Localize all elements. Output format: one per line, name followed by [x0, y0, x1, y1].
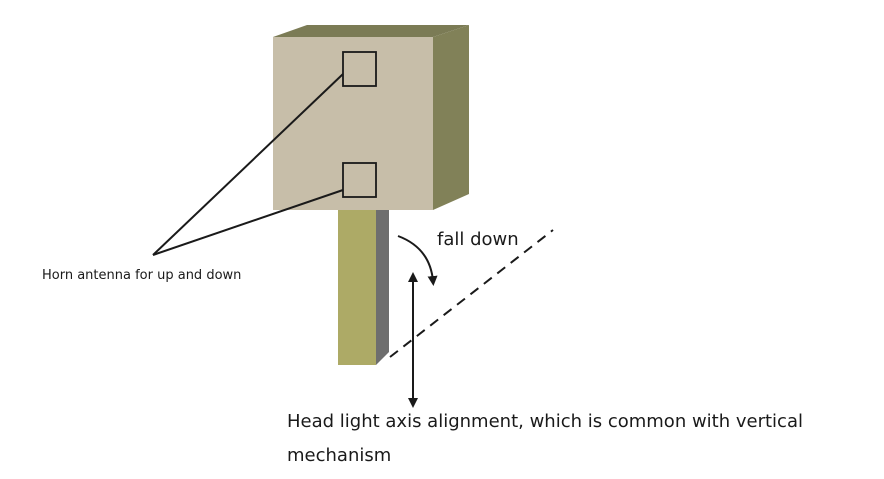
fall-down-label: fall down [437, 229, 519, 250]
support-pole [338, 210, 389, 365]
pole-side-face [376, 210, 389, 365]
fall-down-arrow [397, 235, 438, 286]
box-side-face [433, 25, 469, 210]
box-front-face [273, 37, 433, 210]
horn-antenna-lower [342, 162, 377, 198]
axis-alignment-label: Head light axis alignment, which is comm… [287, 411, 803, 466]
box-top-face [273, 25, 469, 37]
leader-line-lower [152, 189, 344, 256]
horn-antenna-label: Horn antenna for up and down [42, 268, 242, 283]
leader-line-upper [152, 73, 344, 256]
pole-front-face [338, 210, 376, 365]
sensor-box [273, 25, 469, 210]
horn-antenna-upper [342, 51, 377, 87]
